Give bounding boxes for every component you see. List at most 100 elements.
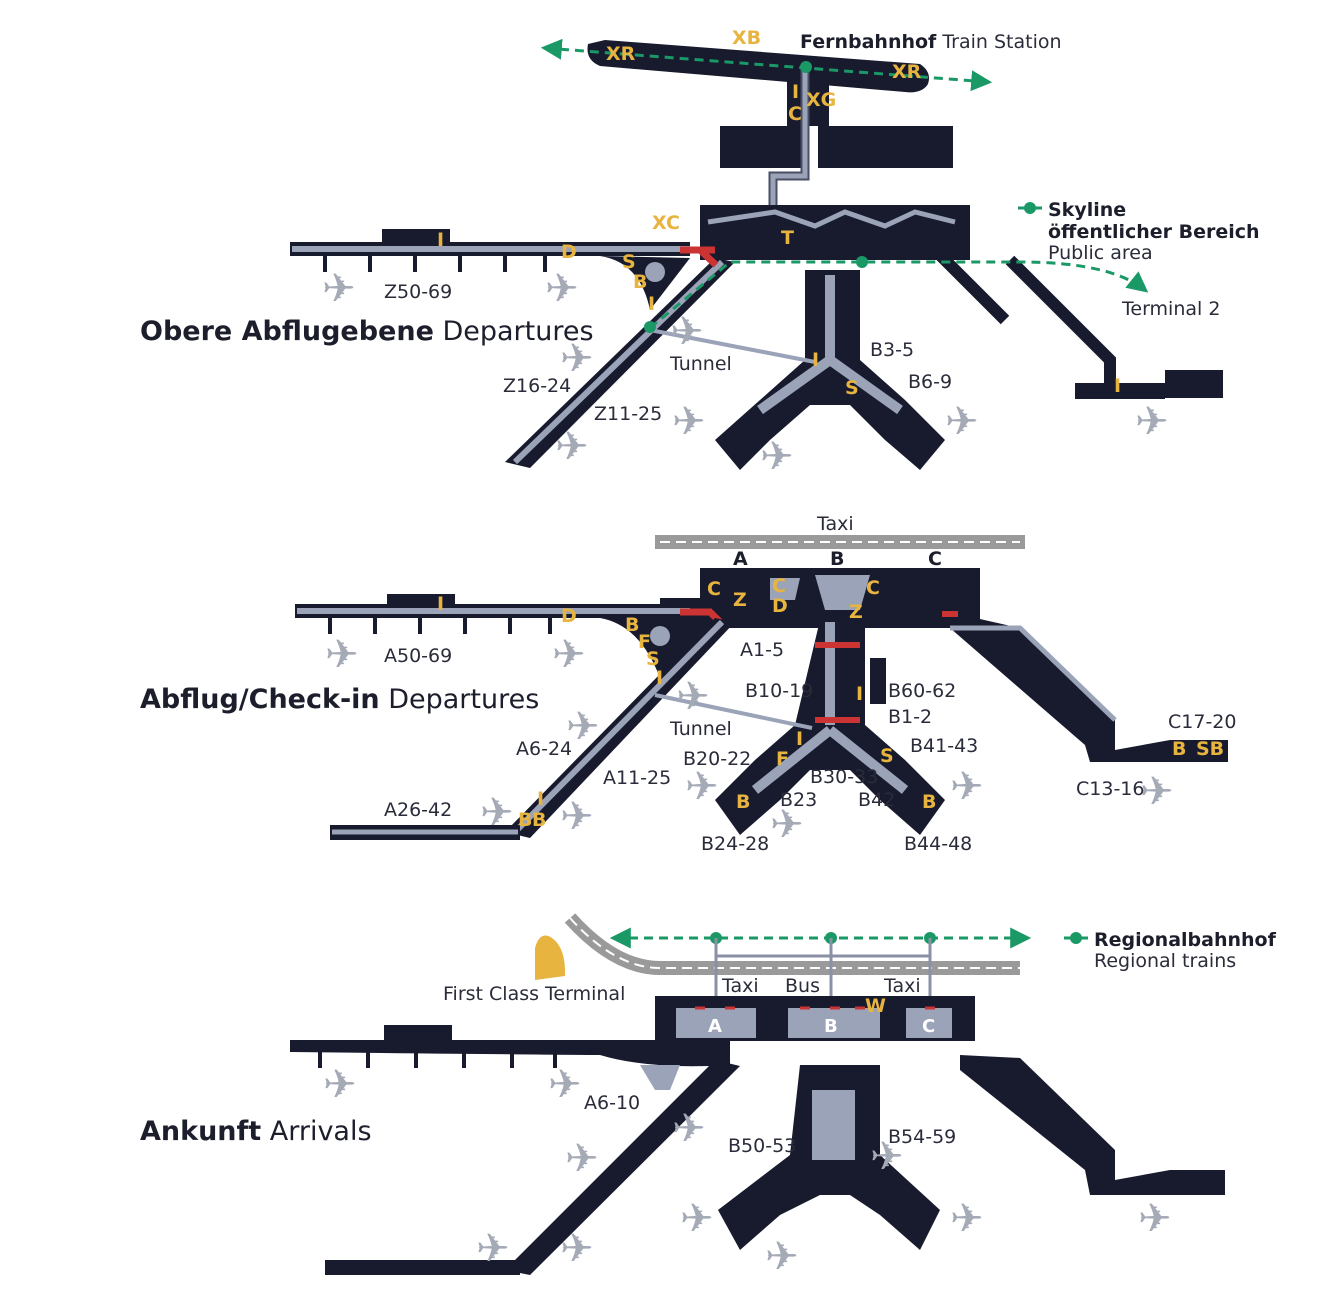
plane-icon: ✈	[950, 1196, 984, 1242]
sign-xc: XC	[652, 212, 680, 234]
parking-block-left	[720, 126, 808, 168]
hall-a-label: A	[733, 548, 748, 570]
pier-c	[940, 610, 1228, 762]
sign-z: Z	[849, 601, 863, 623]
skyline-route	[649, 260, 1149, 330]
tunnel-top	[649, 328, 816, 364]
plane-icon: ✈	[870, 1134, 904, 1180]
gate-label-z11-25: Z11-25	[594, 403, 662, 425]
sign-i: I	[656, 667, 663, 689]
pier-b	[715, 270, 945, 470]
plane-icon: ✈	[555, 424, 589, 470]
sign-xr: XR	[892, 61, 922, 83]
sign-d: D	[772, 595, 788, 617]
sign-b: B	[736, 791, 750, 813]
plane-icon: ✈	[323, 1062, 357, 1108]
plane-icon: ✈	[565, 1136, 599, 1182]
public-area-german: öffentlicher Bereich	[1048, 221, 1260, 243]
gate-label-b3-5: B3-5	[870, 339, 914, 361]
plane-icon: ✈	[325, 632, 359, 678]
level-title-bottom-german: Ankunft	[140, 1116, 261, 1147]
sign-i: I	[648, 293, 655, 315]
arrival-hall-a	[676, 1008, 756, 1038]
road-arrivals	[564, 913, 1020, 975]
plane-icon: ✈	[545, 266, 579, 312]
plane-icon: ✈	[770, 802, 804, 848]
level-bottom-arrivals: First Class Terminal A B C	[140, 913, 1277, 1280]
level-top-departures: ✈ ✈ ✈ ✈ ✈ ✈ ✈ ✈ ✈ XR XB XR I XG C XC T I…	[140, 27, 1260, 480]
plane-icon: ✈	[548, 1062, 582, 1108]
plane-icon: ✈	[685, 764, 719, 810]
level-title-mid-english: Departures	[380, 684, 540, 715]
svg-text:Abflug/Check-in Departures: Abflug/Check-in Departures	[140, 684, 539, 715]
sign-c: C	[788, 103, 802, 125]
svg-text:Ankunft Arrivals: Ankunft Arrivals	[140, 1116, 372, 1147]
sign-i: I	[796, 728, 803, 750]
plane-icon: ✈	[765, 1234, 799, 1280]
sign-xg: XG	[806, 89, 836, 111]
plane-icon: ✈	[560, 1226, 594, 1272]
regional-trains-english: Regional trains	[1094, 950, 1236, 972]
hall-b-marker: B	[824, 1016, 838, 1037]
first-class-terminal-label: First Class Terminal	[443, 983, 625, 1005]
sign-w: W	[865, 995, 886, 1017]
plane-icon: ✈	[760, 434, 794, 480]
plane-icon: ✈	[480, 790, 514, 836]
gate-label-a6-10: A6-10	[584, 1092, 640, 1114]
plane-icon: ✈	[560, 336, 594, 382]
plane-icon: ✈	[1135, 399, 1169, 445]
east-link	[935, 250, 1116, 385]
gate-label-b50-53: B50-53	[728, 1135, 796, 1157]
hall-c-marker: C	[922, 1016, 935, 1037]
sign-i: I	[437, 593, 444, 615]
tunnel-mid	[654, 693, 813, 730]
sign-i: I	[812, 349, 819, 371]
plane-icon: ✈	[945, 399, 979, 445]
gate-label-b44-48: B44-48	[904, 833, 972, 855]
sign-s: S	[845, 377, 859, 399]
gate-label-b42: B42	[858, 789, 895, 811]
plane-icon: ✈	[676, 674, 710, 720]
terminal-2-label: Terminal 2	[1121, 298, 1220, 320]
sign-z: Z	[733, 589, 747, 611]
plane-icon: ✈	[680, 1196, 714, 1242]
level-title-mid-german: Abflug/Check-in	[140, 684, 380, 715]
plane-icon: ✈	[476, 1226, 510, 1272]
taxi-label: Taxi	[883, 975, 921, 997]
sign-b: B	[922, 791, 936, 813]
sign-b: B	[633, 271, 647, 293]
tunnel-label: Tunnel	[669, 353, 732, 375]
gate-label-z50-69: Z50-69	[384, 281, 452, 303]
bus-label: Bus	[785, 975, 820, 997]
gate-label-a6-24: A6-24	[516, 738, 572, 760]
level-title-bottom-english: Arrivals	[261, 1116, 371, 1147]
sign-b: B	[532, 809, 546, 831]
arrival-hall-b	[788, 1008, 880, 1038]
sign-s: S	[880, 745, 894, 767]
sign-b: B	[518, 809, 532, 831]
plane-icon: ✈	[1140, 769, 1174, 815]
sign-t: T	[781, 227, 794, 249]
sign-i: I	[437, 229, 444, 251]
sign-s: S	[622, 251, 636, 273]
first-class-terminal-building	[535, 935, 566, 980]
plane-icon: ✈	[672, 1106, 706, 1152]
plane-icon: ✈	[552, 632, 586, 678]
plane-icon: ✈	[322, 266, 356, 312]
plane-icon: ✈	[560, 794, 594, 840]
gate-label-b54-59: B54-59	[888, 1126, 956, 1148]
gate-label-a50-69: A50-69	[384, 645, 452, 667]
gate-label-b30-33: B30-33	[810, 766, 878, 788]
sign-i: I	[1114, 375, 1121, 397]
hall-b-label: B	[830, 548, 844, 570]
gate-label-b1-2: B1-2	[888, 706, 932, 728]
hall-c-label: C	[928, 548, 942, 570]
gate-label-b20-22: B20-22	[683, 748, 751, 770]
gate-label-b6-9: B6-9	[908, 371, 952, 393]
gate-label-a26-42: A26-42	[384, 799, 452, 821]
public-area-english: Public area	[1048, 242, 1153, 264]
sign-i: I	[856, 683, 863, 705]
gate-label-z16-24: Z16-24	[503, 375, 571, 397]
gate-label-c13-16: C13-16	[1076, 778, 1144, 800]
gate-label-b10-19: B10-19	[745, 680, 813, 702]
